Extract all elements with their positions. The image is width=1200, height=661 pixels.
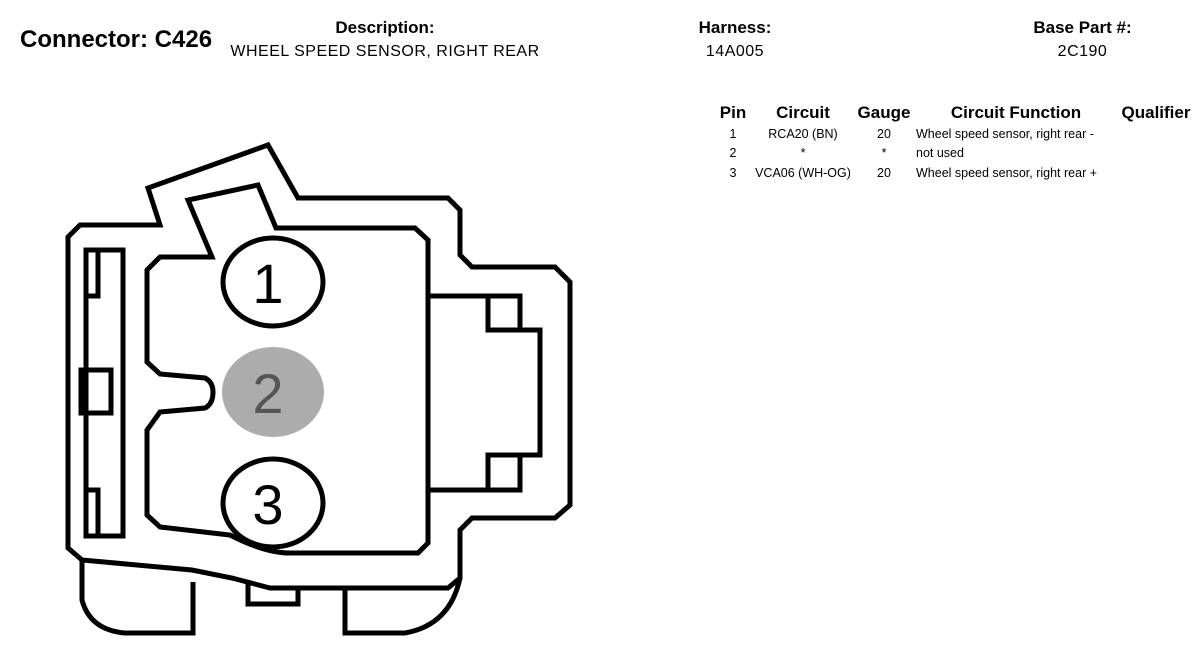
left-rail-inner <box>86 250 101 536</box>
housing-outer-outline <box>65 141 573 591</box>
circuit-column-header: Circuit <box>776 103 830 122</box>
table-row: 1 RCA20 (BN) 20 Wheel speed sensor, righ… <box>712 124 1196 144</box>
left-rail <box>83 247 126 539</box>
housing-inner-outline <box>144 182 431 556</box>
pin-2-unused-circle <box>222 347 324 437</box>
description-value: WHEEL SPEED SENSOR, RIGHT REAR <box>230 43 540 60</box>
base-part-value: 2C190 <box>1057 43 1108 60</box>
harness-value: 14A005 <box>705 43 765 60</box>
pin-cell: 2 <box>729 146 737 161</box>
qualifier-column-header: Qualifier <box>1121 103 1191 122</box>
bottom-key-left <box>79 560 196 636</box>
pin-cell: 3 <box>729 165 737 180</box>
right-latch <box>428 293 543 493</box>
bottom-key-center <box>245 580 301 607</box>
qualifier-cell <box>1116 163 1196 183</box>
circuit-function-cell: not used <box>916 146 964 161</box>
circuit-cell: * <box>800 146 806 161</box>
circuit-cell: RCA20 (BN) <box>768 126 838 141</box>
pin-1-label: 1 <box>252 252 283 315</box>
right-latch-lower-block <box>485 452 523 493</box>
pin-cell: 1 <box>729 126 737 141</box>
pin-cavity-3: 3 <box>220 456 326 550</box>
circuit-function-cell: Wheel speed sensor, right rear - <box>916 126 1094 141</box>
right-latch-upper-block <box>485 293 523 333</box>
gauge-cell: * <box>881 146 887 161</box>
pin-1-circle <box>220 235 326 329</box>
connector-face-diagram: 1 2 3 <box>65 141 573 636</box>
left-tab <box>78 367 114 416</box>
qualifier-cell <box>1116 144 1196 164</box>
circuit-function-cell: Wheel speed sensor, right rear + <box>916 165 1097 180</box>
table-row: 2 * * not used <box>712 144 1196 164</box>
pin-cavity-2: 2 <box>222 347 324 437</box>
harness-label: Harness: <box>698 18 772 37</box>
bottom-key-right <box>342 577 463 636</box>
qualifier-cell <box>1116 124 1196 144</box>
pin-3-circle <box>220 456 326 550</box>
table-row: 3 VCA06 (WH-OG) 20 Wheel speed sensor, r… <box>712 163 1196 183</box>
gauge-cell: 20 <box>877 126 891 141</box>
pin-cavity-1: 1 <box>220 235 326 329</box>
gauge-column-header: Gauge <box>857 103 911 122</box>
base-part-label: Base Part #: <box>1033 18 1132 37</box>
gauge-cell: 20 <box>877 165 891 180</box>
description-label: Description: <box>335 18 435 37</box>
pin-2-label: 2 <box>252 362 283 425</box>
pin-table-header-row: Pin Circuit Gauge Circuit Function Quali… <box>712 102 1196 124</box>
pin-table: Pin Circuit Gauge Circuit Function Quali… <box>712 102 1196 183</box>
pin-column-header: Pin <box>719 103 747 122</box>
connector-title: Connector: C426 <box>20 26 213 53</box>
circuit-cell: VCA06 (WH-OG) <box>755 165 851 180</box>
circuit-function-column-header: Circuit Function <box>950 103 1082 122</box>
pin-3-label: 3 <box>252 473 283 536</box>
